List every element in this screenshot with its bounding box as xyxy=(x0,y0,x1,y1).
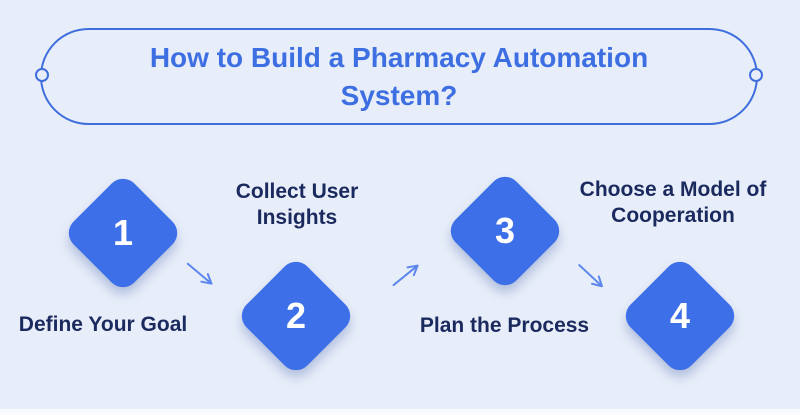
banner-left-ring-icon xyxy=(35,68,49,82)
step-diamond-3: 3 xyxy=(444,170,566,292)
step-number: 2 xyxy=(285,295,307,336)
arrow-down-right-icon xyxy=(573,259,609,294)
step-label-1: Define Your Goal xyxy=(18,313,188,336)
step-diamond-1: 1 xyxy=(62,172,184,294)
step-label-4: Choose a Model of Cooperation xyxy=(579,178,767,227)
banner-right-ring-icon xyxy=(749,68,763,82)
page-title: How to Build a Pharmacy Automation Syste… xyxy=(149,41,649,111)
bottom-edge-strip xyxy=(0,409,800,414)
header-banner: How to Build a Pharmacy Automation Syste… xyxy=(40,28,758,125)
step-number: 3 xyxy=(494,210,516,251)
step-number: 4 xyxy=(669,295,691,336)
arrow-up-right-icon xyxy=(388,258,425,292)
step-diamond-2: 2 xyxy=(235,255,357,377)
step-label-3: Plan the Process xyxy=(419,314,590,337)
step-number: 1 xyxy=(112,212,134,253)
step-diamond-4: 4 xyxy=(619,255,741,377)
step-label-2: Collect User Insights xyxy=(235,180,359,229)
arrow-down-right-icon xyxy=(182,257,219,291)
